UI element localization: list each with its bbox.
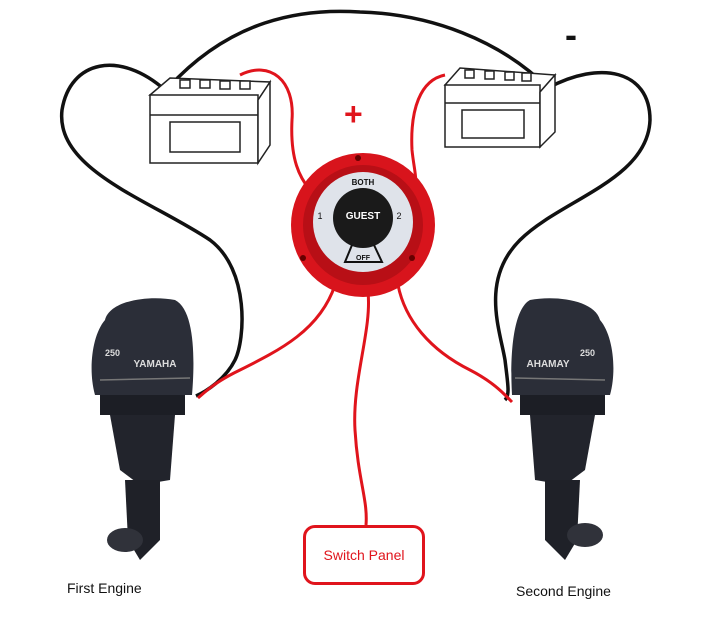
switch-both-label: BOTH	[352, 178, 375, 187]
left-negative-wire	[60, 63, 244, 398]
second-engine-hp: 250	[580, 348, 595, 358]
switch-panel-box: Switch Panel	[303, 525, 425, 585]
first-engine-brand: YAMAHA	[134, 359, 177, 370]
first-engine-outboard: YAMAHA 250	[91, 298, 194, 560]
right-negative-wire	[493, 70, 652, 402]
second-engine-outboard: AHAMAY 250	[511, 298, 614, 560]
selector-knob[interactable]	[333, 188, 393, 248]
switch-to-right-engine-wire	[396, 284, 514, 404]
switch-to-panel-wire	[353, 291, 371, 526]
battery-selector-switch: BOTH 1 2 OFF GUEST	[291, 153, 435, 297]
left-battery	[148, 77, 272, 166]
switch-off-label: OFF	[356, 255, 371, 262]
first-engine-hp: 250	[105, 348, 120, 358]
switch-1-label: 1	[317, 211, 322, 221]
negative-symbol: -	[565, 14, 577, 55]
right-battery-to-switch-wire	[410, 73, 446, 191]
positive-symbol: +	[344, 96, 363, 132]
battery-bridge-wire	[166, 9, 550, 90]
positive-wires	[197, 68, 514, 526]
second-engine-brand: AHAMAY	[527, 359, 570, 370]
negative-wires	[60, 9, 652, 402]
first-engine-label: First Engine	[67, 580, 142, 596]
switch-to-left-engine-wire	[197, 284, 337, 400]
second-engine-label: Second Engine	[516, 583, 611, 599]
left-battery-to-switch-wire	[239, 68, 312, 191]
switch-panel-label: Switch Panel	[323, 547, 405, 563]
switch-brand: GUEST	[346, 211, 380, 222]
switch-2-label: 2	[396, 211, 401, 221]
right-battery	[443, 67, 557, 149]
